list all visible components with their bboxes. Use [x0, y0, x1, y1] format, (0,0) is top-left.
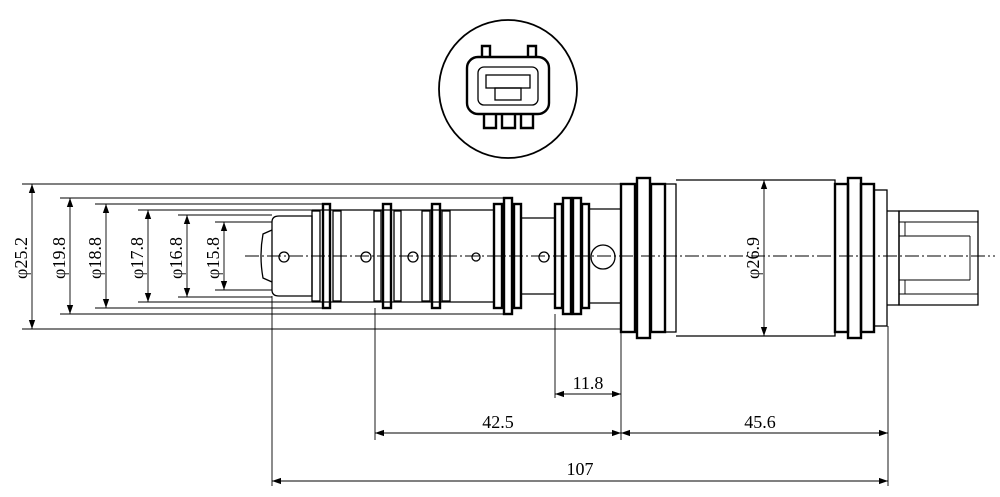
dim-d25-2: φ25.2	[11, 237, 31, 279]
dim-d17-8: φ17.8	[127, 237, 147, 279]
dim-42-5: 42.5	[482, 412, 514, 432]
dim-d19-8: φ19.8	[49, 237, 69, 279]
dim-d26-9: φ26.9	[743, 237, 763, 279]
dim-107: 107	[567, 459, 594, 479]
dim-11-8: 11.8	[573, 373, 604, 393]
dim-d15-8: φ15.8	[203, 237, 223, 279]
extension-lines	[22, 183, 621, 330]
dim-45-6: 45.6	[744, 412, 776, 432]
dim-d16-8: φ16.8	[166, 237, 186, 279]
dim-d18-8: φ18.8	[85, 237, 105, 279]
diameter-dimensions: φ25.2 φ19.8 φ18.8 φ17.8 φ16.8 φ15.8 φ26.…	[11, 180, 768, 336]
valve-body	[260, 176, 979, 340]
length-dimensions: 11.8 42.5 45.6 107	[272, 373, 888, 485]
connector-end-view	[438, 19, 578, 159]
length-extension-lines	[271, 296, 889, 486]
